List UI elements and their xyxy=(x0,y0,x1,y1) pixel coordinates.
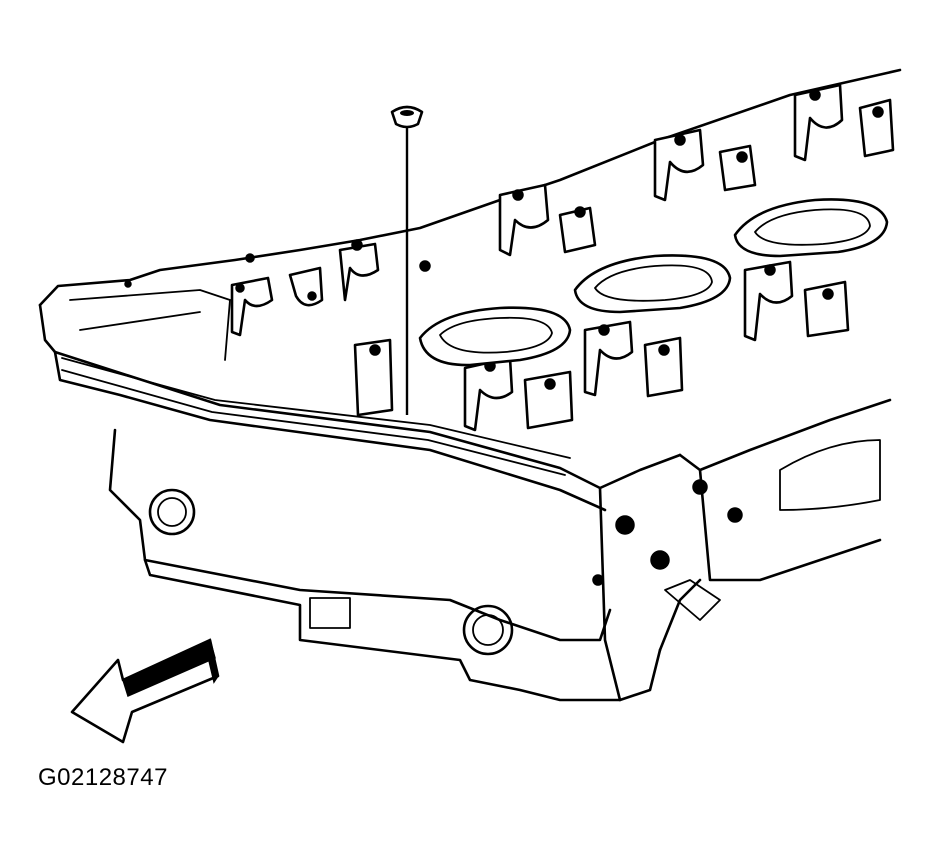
seal-icon xyxy=(390,105,424,129)
cam-bearing-towers xyxy=(230,83,895,432)
figure-id-label: G02128747 xyxy=(38,764,168,791)
side-bosses xyxy=(148,439,881,656)
tower-bolts xyxy=(124,89,884,390)
port-flanges xyxy=(418,198,889,367)
direction-arrow-icon xyxy=(70,637,220,744)
